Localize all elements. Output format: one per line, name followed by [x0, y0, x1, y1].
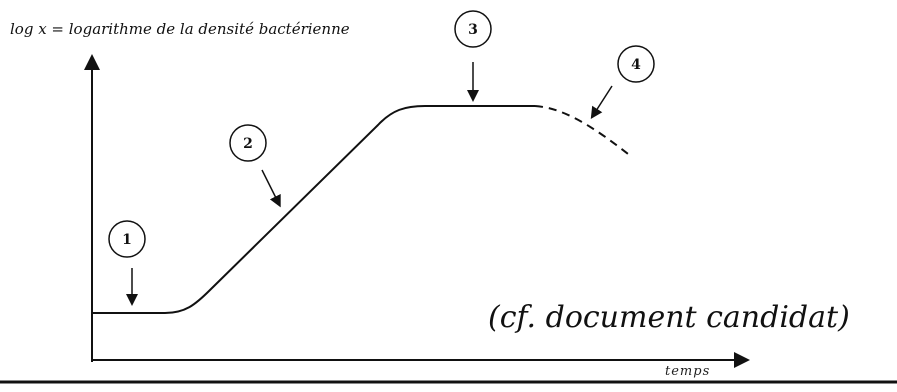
phase-1-number: 1 [122, 232, 132, 248]
phase-3-number: 3 [468, 22, 478, 38]
phase-2-number: 2 [243, 136, 253, 152]
phase-3-circle [454, 10, 492, 48]
phase-1-circle [108, 220, 146, 258]
handwritten-note: (cf. document candidat) [488, 300, 850, 335]
phase-2-circle [229, 124, 267, 162]
phase-4-number: 4 [631, 57, 641, 73]
phase-4-arrow [590, 85, 613, 120]
growth-curve [92, 105, 535, 314]
phase-2-arrow [261, 169, 281, 208]
phase-4-circle [617, 45, 655, 83]
decline-curve-dashed [534, 105, 633, 158]
x-axis-label: temps [665, 364, 711, 379]
y-axis-label: log x = logarithme de la densité bactéri… [10, 20, 350, 38]
